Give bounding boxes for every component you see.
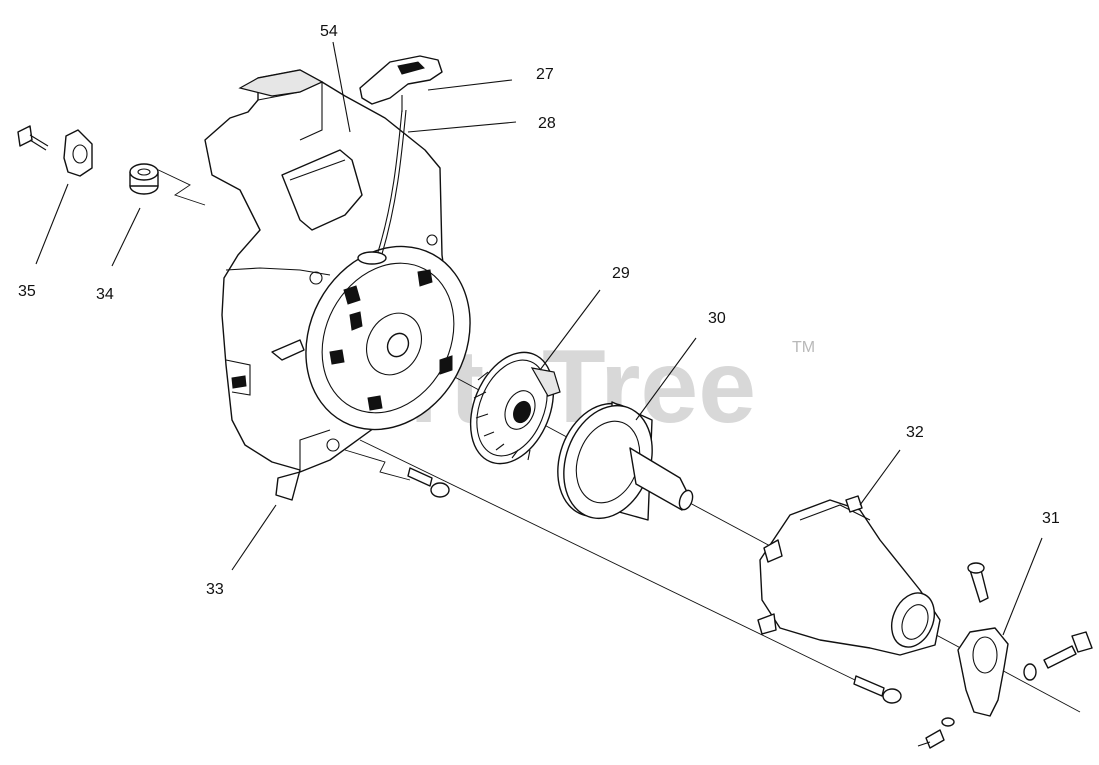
part-32-gear-housing: [757, 495, 941, 656]
watermark-trademark: TM: [792, 339, 815, 356]
gear-housing-screw: [853, 675, 902, 704]
callout-31: 31: [1042, 510, 1060, 527]
part-29-ratchet-plate: [469, 351, 561, 465]
part-35-clamp-and-screw: [17, 125, 93, 177]
callout-29: 29: [612, 265, 630, 282]
callout-54: 54: [320, 23, 338, 40]
callout-27: 27: [536, 66, 554, 83]
part-31-clamp: [917, 562, 1093, 749]
callout-35: 35: [18, 283, 36, 300]
part-27-starter-handle: [359, 55, 443, 112]
callout-34: 34: [96, 286, 114, 303]
part-28-starter-rope: [377, 109, 407, 255]
callout-28: 28: [538, 115, 556, 132]
part-34-grommet: [129, 163, 159, 195]
callout-labels: 54 27 28 35 34 29 30 32 31 33: [18, 23, 1060, 598]
callout-33: 33: [206, 581, 224, 598]
callout-30: 30: [708, 310, 726, 327]
part-33-starter-housing: [204, 69, 471, 501]
callout-32: 32: [906, 424, 924, 441]
part-30-clutch-drum: [557, 401, 694, 521]
housing-screw: [407, 467, 450, 498]
leader-lines: [35, 41, 1043, 636]
